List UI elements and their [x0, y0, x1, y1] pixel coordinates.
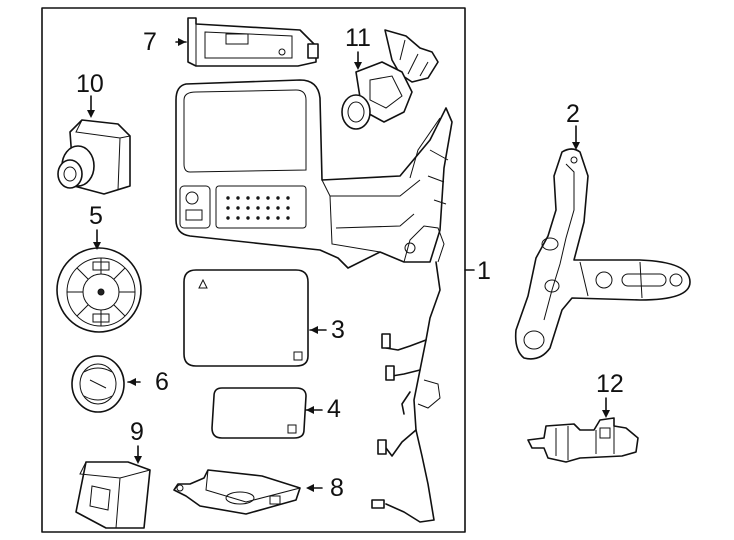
callout-4: 4	[327, 395, 341, 423]
speaker-grille	[226, 196, 290, 220]
callout-arrows	[87, 38, 610, 492]
part-9-bracket	[75, 445, 151, 529]
part-10-camera	[57, 95, 131, 195]
part-8-lower-cover	[173, 469, 323, 515]
callout-8: 8	[330, 474, 344, 502]
part-4-spotter-glass	[211, 387, 323, 439]
part-7-cover	[175, 17, 319, 67]
part-12-connector	[527, 397, 639, 463]
part-3-mirror-glass	[183, 269, 327, 367]
part-1-mirror-assembly	[175, 79, 453, 269]
callout-6: 6	[155, 368, 169, 396]
callout-11: 11	[345, 24, 371, 52]
assembly-frame	[41, 7, 466, 533]
part-2-mounting-arm	[514, 125, 691, 360]
part-5-motor	[56, 229, 142, 333]
callout-9: 9	[130, 418, 144, 446]
part-11-camera-unit	[341, 29, 439, 130]
wiring-harness	[371, 261, 441, 523]
part-6-housing	[71, 355, 141, 413]
callout-7: 7	[143, 28, 157, 56]
callout-1: 1	[477, 257, 491, 285]
callout-2: 2	[566, 100, 580, 128]
callout-12: 12	[596, 370, 624, 398]
callout-10: 10	[76, 70, 104, 98]
callout-5: 5	[89, 202, 103, 230]
callout-3: 3	[331, 316, 345, 344]
